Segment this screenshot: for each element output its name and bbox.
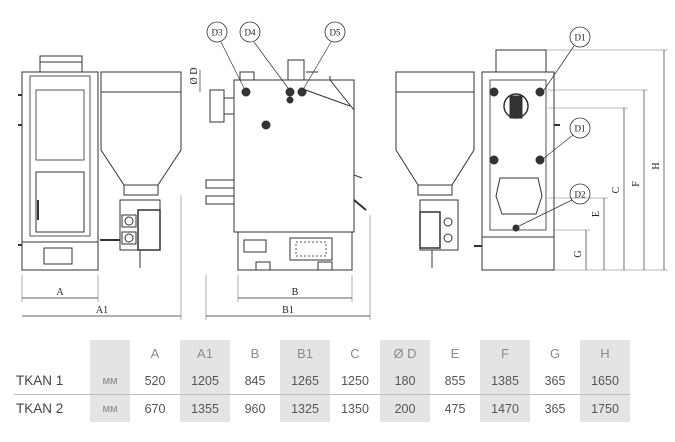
table-cell: 1265 — [280, 367, 330, 395]
dim-h-label: H — [651, 162, 662, 169]
col-header: B1 — [280, 340, 330, 367]
callout-d4: D4 — [245, 28, 256, 38]
dim-b-label: B — [292, 287, 299, 298]
table-cell: 855 — [430, 367, 480, 395]
callout-d2-circle — [569, 183, 591, 205]
table-cell: 1470 — [480, 394, 530, 422]
row-unit: мм — [90, 367, 130, 395]
table-row: TKAN 2 мм 670 1355 960 1325 1350 200 475… — [14, 394, 630, 422]
table-unit-header — [90, 340, 130, 367]
callout-d3-circle — [206, 21, 228, 43]
row-model: TKAN 1 — [14, 367, 90, 395]
col-header: A1 — [180, 340, 230, 367]
table-corner — [14, 340, 90, 367]
callout-d3: D3 — [212, 28, 223, 38]
callout-d2: D2 — [575, 190, 586, 200]
table-cell: 670 — [144, 401, 166, 416]
rear-view — [395, 45, 668, 271]
dim-b1-label: B1 — [282, 305, 294, 316]
table-cell: 960 — [244, 401, 266, 416]
table-cell: 1250 — [330, 367, 380, 395]
callout-d1-mid: D1 — [575, 124, 586, 134]
col-header: G — [549, 346, 561, 361]
row-model: TKAN 2 — [16, 401, 64, 416]
col-header: H — [580, 340, 630, 367]
col-header: E — [450, 346, 460, 361]
col-header: Ø D — [380, 340, 430, 367]
table-cell: 1325 — [280, 394, 330, 422]
table-cell: 365 — [530, 367, 580, 395]
table-cell: 365 — [544, 401, 566, 416]
callout-d4-circle — [239, 21, 261, 43]
table-cell: 845 — [230, 367, 280, 395]
table-cell: 1650 — [580, 367, 630, 395]
col-header: F — [480, 340, 530, 367]
table-cell: 1750 — [580, 394, 630, 422]
table-cell: 1350 — [341, 401, 369, 416]
table-cell: 1205 — [180, 367, 230, 395]
callout-d1-top: D1 — [575, 33, 586, 43]
table-row: TKAN 1 мм 520 1205 845 1265 1250 180 855… — [14, 367, 630, 395]
side-view — [199, 41, 371, 320]
dim-a-label: A — [56, 287, 64, 298]
dim-f-label: F — [631, 181, 642, 187]
table-cell: 520 — [130, 367, 180, 395]
table-cell: 475 — [444, 401, 466, 416]
front-view — [18, 55, 182, 320]
dim-a1-label: A1 — [96, 305, 108, 316]
dim-e-label: E — [591, 211, 602, 217]
col-header: C — [350, 346, 360, 361]
dimensions-table: A A1 B B1 C Ø D E F G H TKAN 1 мм 520 12… — [14, 340, 630, 422]
row-unit: мм — [90, 394, 130, 422]
boiler-drawing: D3 D4 D5 D1 D1 D2 Ø D A A1 B B1 G E C F … — [18, 21, 668, 320]
callout-d5: D5 — [330, 28, 341, 38]
table-cell: 1355 — [180, 394, 230, 422]
callout-d5-circle — [324, 21, 346, 43]
dim-g-label: G — [573, 250, 584, 257]
col-header: A — [150, 346, 160, 361]
col-header: B — [250, 346, 260, 361]
table-cell: 1385 — [480, 367, 530, 395]
table-cell: 180 — [380, 367, 430, 395]
table-cell: 200 — [380, 394, 430, 422]
callout-d1-top-circle — [569, 26, 591, 48]
table-header-row: A A1 B B1 C Ø D E F G H — [14, 340, 630, 367]
callout-d1-mid-circle — [569, 117, 591, 139]
dim-c-label: C — [611, 186, 622, 193]
dim-od-label: Ø D — [189, 68, 200, 85]
